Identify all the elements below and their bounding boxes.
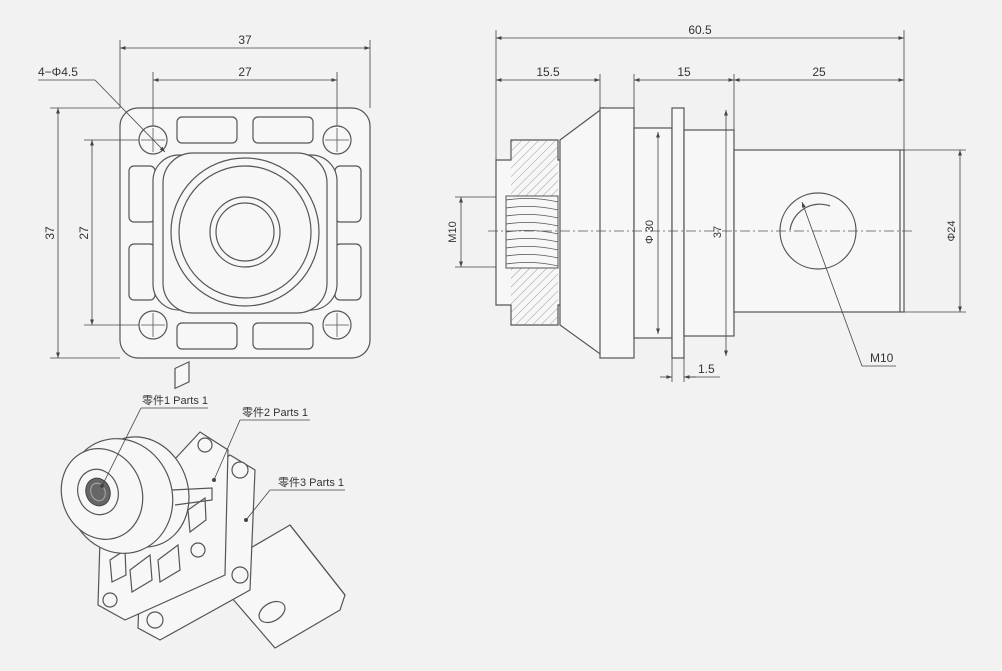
dim-front-height-outer: 37 bbox=[43, 226, 57, 240]
dim-side-total: 60.5 bbox=[688, 23, 712, 37]
dim-side-seg1: 15.5 bbox=[536, 65, 560, 79]
cone-body bbox=[559, 106, 604, 358]
dim-diameter-24: Φ24 bbox=[946, 220, 958, 241]
label-thread-right: M10 bbox=[870, 351, 894, 365]
dim-diameter-30: Φ 30 bbox=[644, 220, 656, 244]
dim-thread-left: M10 bbox=[447, 221, 459, 242]
plate-part3 bbox=[671, 107, 685, 359]
dim-front-width-outer: 37 bbox=[238, 33, 252, 47]
iso-view: 零件1 Parts 1 零件2 Parts 1 零件3 Parts 1 bbox=[60, 360, 346, 649]
rib-windows bbox=[128, 116, 362, 350]
label-part3: 零件3 Parts 1 bbox=[278, 476, 344, 489]
dim-side-height-37: 37 bbox=[712, 226, 724, 238]
label-holes: 4−Φ4.5 bbox=[38, 65, 78, 79]
label-part2: 零件2 Parts 1 bbox=[242, 406, 308, 419]
dim-plate-thickness: 1.5 bbox=[698, 362, 715, 376]
label-part1: 零件1 Parts 1 bbox=[142, 394, 208, 407]
dim-front-width-inner: 27 bbox=[238, 65, 252, 79]
dim-side-seg2: 15 bbox=[677, 65, 691, 79]
dim-side-seg3: 25 bbox=[812, 65, 826, 79]
front-view: 37 27 37 27 4−Φ4.5 bbox=[38, 33, 371, 359]
front-bore-inner bbox=[215, 202, 275, 262]
side-view: 60.5 15.5 15 25 M10 Φ 30 37 Φ24 bbox=[447, 23, 966, 382]
flange-body bbox=[599, 107, 635, 359]
dim-front-height-inner: 27 bbox=[77, 226, 91, 240]
internal-thread bbox=[505, 195, 559, 269]
iso-threaded-bore bbox=[85, 477, 111, 507]
